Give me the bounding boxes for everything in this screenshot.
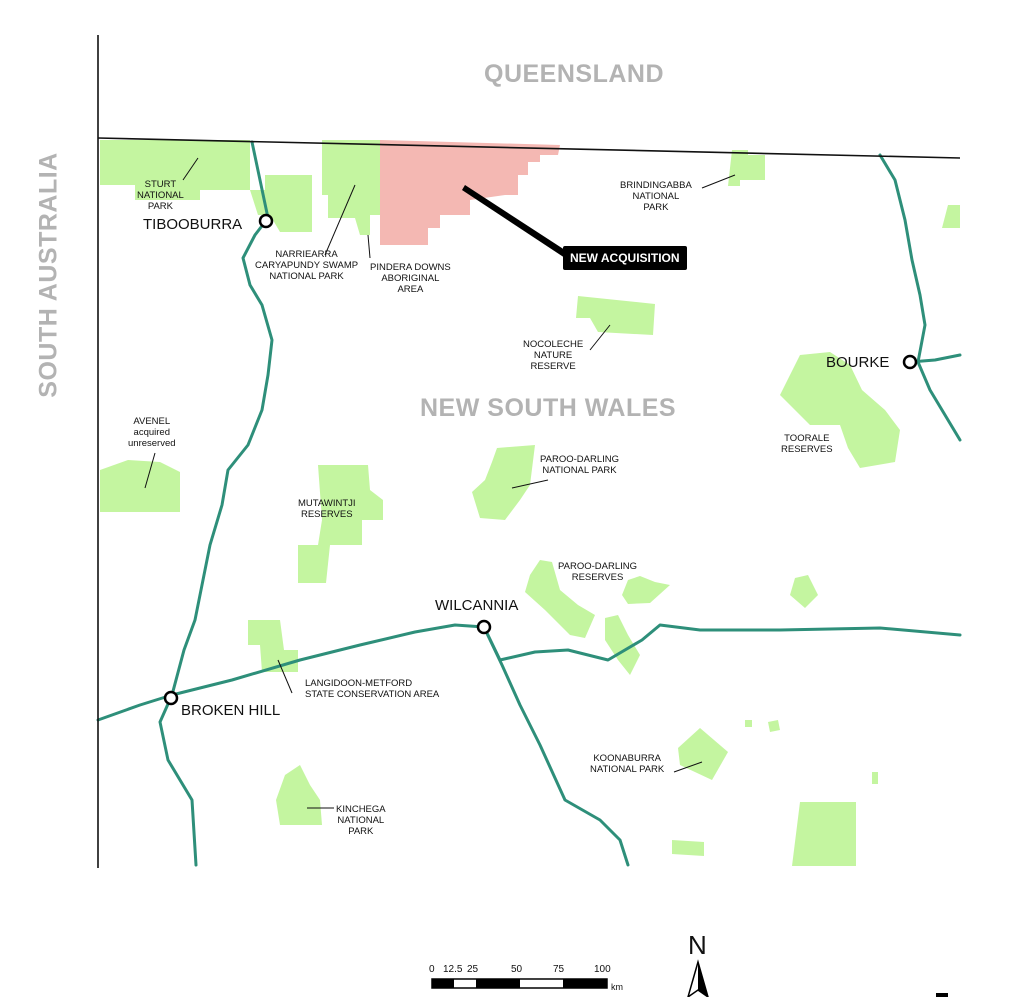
bourke-marker [902,354,918,370]
label-narriearra: NARRIEARRA CARYAPUNDY SWAMP NATIONAL PAR… [255,249,359,282]
kinchega-park-shape [276,765,322,825]
paroo-np-shape [472,445,535,520]
scale-tick-75: 75 [553,964,565,975]
koonaburra-park-shape [678,728,728,780]
label-pindera: PINDERA DOWNS ABORIGINAL AREA [370,262,451,295]
road-tibooburra-broken-hill [158,140,274,867]
wilcannia-marker [476,619,492,635]
label-sturt: STURT NATIONAL PARK [137,179,184,212]
sturt-park-shape [100,140,312,232]
small-patch-750a [745,720,752,727]
leader-narriearra [324,184,356,256]
label-toorale: TOORALE RESERVES [781,433,833,455]
paroo-res-shape-2 [622,576,670,604]
toorale-park-shape [780,352,900,468]
leader-paroo-np [511,479,549,489]
scale-unit: km [611,982,623,992]
new-acquisition-label: NEW ACQUISITION [563,246,687,270]
small-patch-770 [768,720,780,732]
leader-brindingabba [701,174,736,189]
label-langidoon: LANGIDOON-METFORD STATE CONSERVATION ARE… [305,678,440,700]
southeast-reserve-shape [792,802,856,866]
road-bourke [878,153,962,442]
towns-layer [163,213,918,706]
leader-pindera [367,234,371,259]
label-brindingabba: BRINDINGABBA NATIONAL PARK [620,180,692,213]
region-nsw: NEW SOUTH WALES [420,394,677,422]
leader-langidoon [277,659,293,694]
region-south-australia: SOUTH AUSTRALIA [34,152,63,398]
scale-tick-100: 100 [594,964,611,975]
road-wilcannia-south [482,625,630,867]
scale-bar [431,978,608,989]
brindingabba-park-shape [728,150,765,186]
paroo-res-shape-1 [525,560,595,638]
roads-layer [96,140,962,867]
leader-koonaburra [673,761,703,773]
town-wilcannia: WILCANNIA [435,597,519,614]
leader-sturt [182,157,199,181]
borders-layer [97,35,961,868]
tibooburra-marker [258,213,274,229]
leaders-layer [144,157,736,809]
north-arrow-icon [687,959,709,997]
town-bourke: BOURKE [826,354,890,371]
scale-tick-12-5: 12.5 [443,964,463,975]
leader-nocoleche [589,324,611,351]
mutawintji-park-shape [298,465,383,583]
road-broken-hill-wilcannia [96,623,486,722]
border-qld-nsw [97,137,961,159]
town-tibooburra: TIBOOBURRA [143,216,243,233]
east-edge-park-shape [942,205,960,228]
label-mutawintji: MUTAWINTJI RESERVES [298,498,356,520]
paroo-res-shape-3 [605,615,640,675]
avenel-park-shape [100,460,180,512]
narriearra-park-shape [322,140,380,235]
scale-tick-50: 50 [511,964,523,975]
label-paroo-res: PAROO-DARLING RESERVES [558,561,638,583]
scale-tick-25: 25 [467,964,479,975]
label-nocoleche: NOCOLECHE NATURE RESERVE [523,339,584,372]
langidoon-park-shape [248,620,298,672]
label-paroo-np: PAROO-DARLING NATIONAL PARK [540,454,620,476]
road-bourke-east [908,353,962,364]
label-avenel: AVENEL acquired unreserved [128,416,176,449]
label-koonaburra: KOONABURRA NATIONAL PARK [590,753,665,775]
small-patch-680 [672,840,704,856]
north-label: N [688,930,707,960]
region-queensland: QUEENSLAND [484,60,665,88]
parks-layer [100,140,960,866]
small-patch-875 [872,772,878,784]
road-wilcannia-east [482,623,962,662]
broken-hill-marker [163,690,179,706]
nocoleche-park-shape [576,296,655,335]
town-broken-hill: BROKEN HILL [181,702,281,719]
small-patch-800 [790,575,818,608]
leader-avenel [144,452,156,489]
acquisition-pointer [462,185,568,258]
label-kinchega: KINCHEGA NATIONAL PARK [336,804,386,837]
scale-tick-0: 0 [429,964,435,975]
corner-mark [936,993,948,997]
